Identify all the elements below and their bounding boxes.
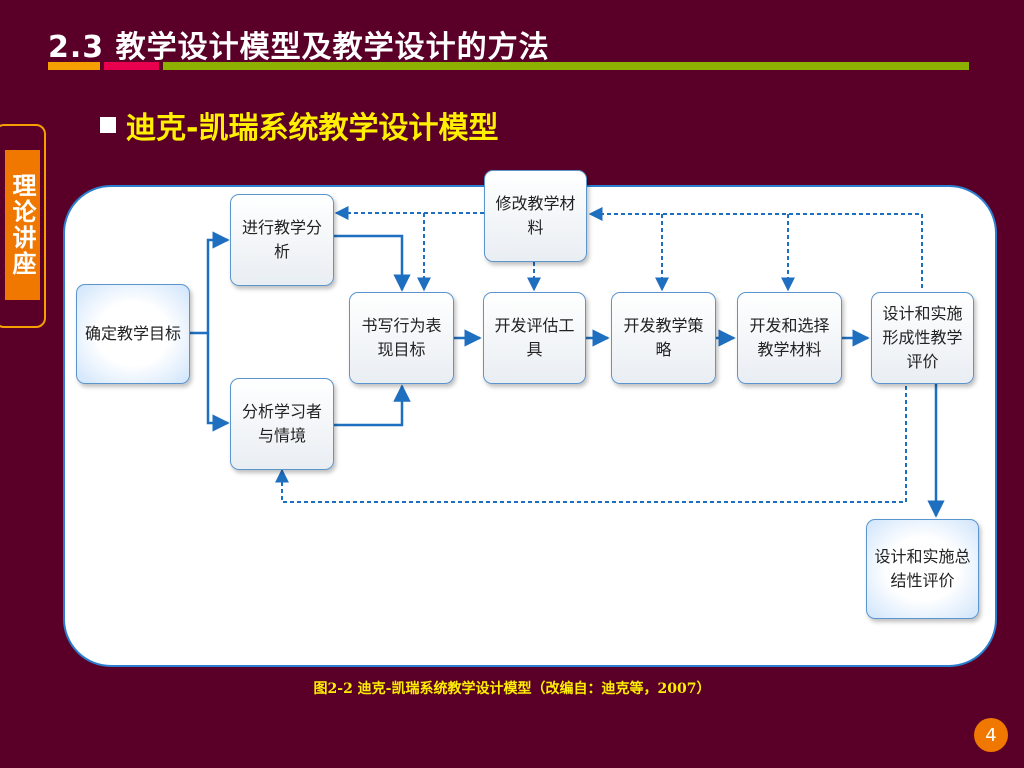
side-tab-frame xyxy=(0,124,46,328)
side-tab-label: 理论讲座 xyxy=(5,150,40,300)
node-instructional-analysis: 进行教学分析 xyxy=(230,194,334,286)
arrow-goals-split xyxy=(190,231,230,335)
node-develop-strategy: 开发教学策略 xyxy=(611,292,716,384)
node-summative-evaluation: 设计和实施总结性评价 xyxy=(866,519,979,619)
subtitle-text: 迪克-凯瑞系统教学设计模型 xyxy=(126,111,499,146)
title-bar-green xyxy=(163,62,969,70)
node-develop-materials: 开发和选择教学材料 xyxy=(737,292,842,384)
page-number: 4 xyxy=(974,718,1008,752)
arrow-goals-learners xyxy=(206,333,230,432)
arrow-learners-objectives xyxy=(334,384,411,427)
node-define-goals: 确定教学目标 xyxy=(76,284,190,384)
node-develop-assessment: 开发评估工具 xyxy=(483,292,586,384)
title-bar-red xyxy=(104,62,159,70)
figure-caption: 图2-2 迪克-凯瑞系统教学设计模型（改编自：迪克等，2007） xyxy=(313,681,711,697)
section-subtitle: 迪克-凯瑞系统教学设计模型 xyxy=(100,103,498,147)
node-analyze-learners: 分析学习者与情境 xyxy=(230,378,334,470)
slide-title: 2.3 教学设计模型及教学设计的方法 xyxy=(48,30,550,65)
bullet-square-icon xyxy=(100,117,116,133)
arrow-analysis-objectives xyxy=(334,234,411,292)
dashed-feedback-top xyxy=(588,207,923,288)
node-write-objectives: 书写行为表现目标 xyxy=(349,292,454,384)
title-bar-orange xyxy=(48,62,100,70)
dashed-feedback-bottom xyxy=(275,386,907,503)
node-revise-instruction: 修改教学材料 xyxy=(484,170,587,262)
node-formative-evaluation: 设计和实施形成性教学评价 xyxy=(871,292,974,384)
